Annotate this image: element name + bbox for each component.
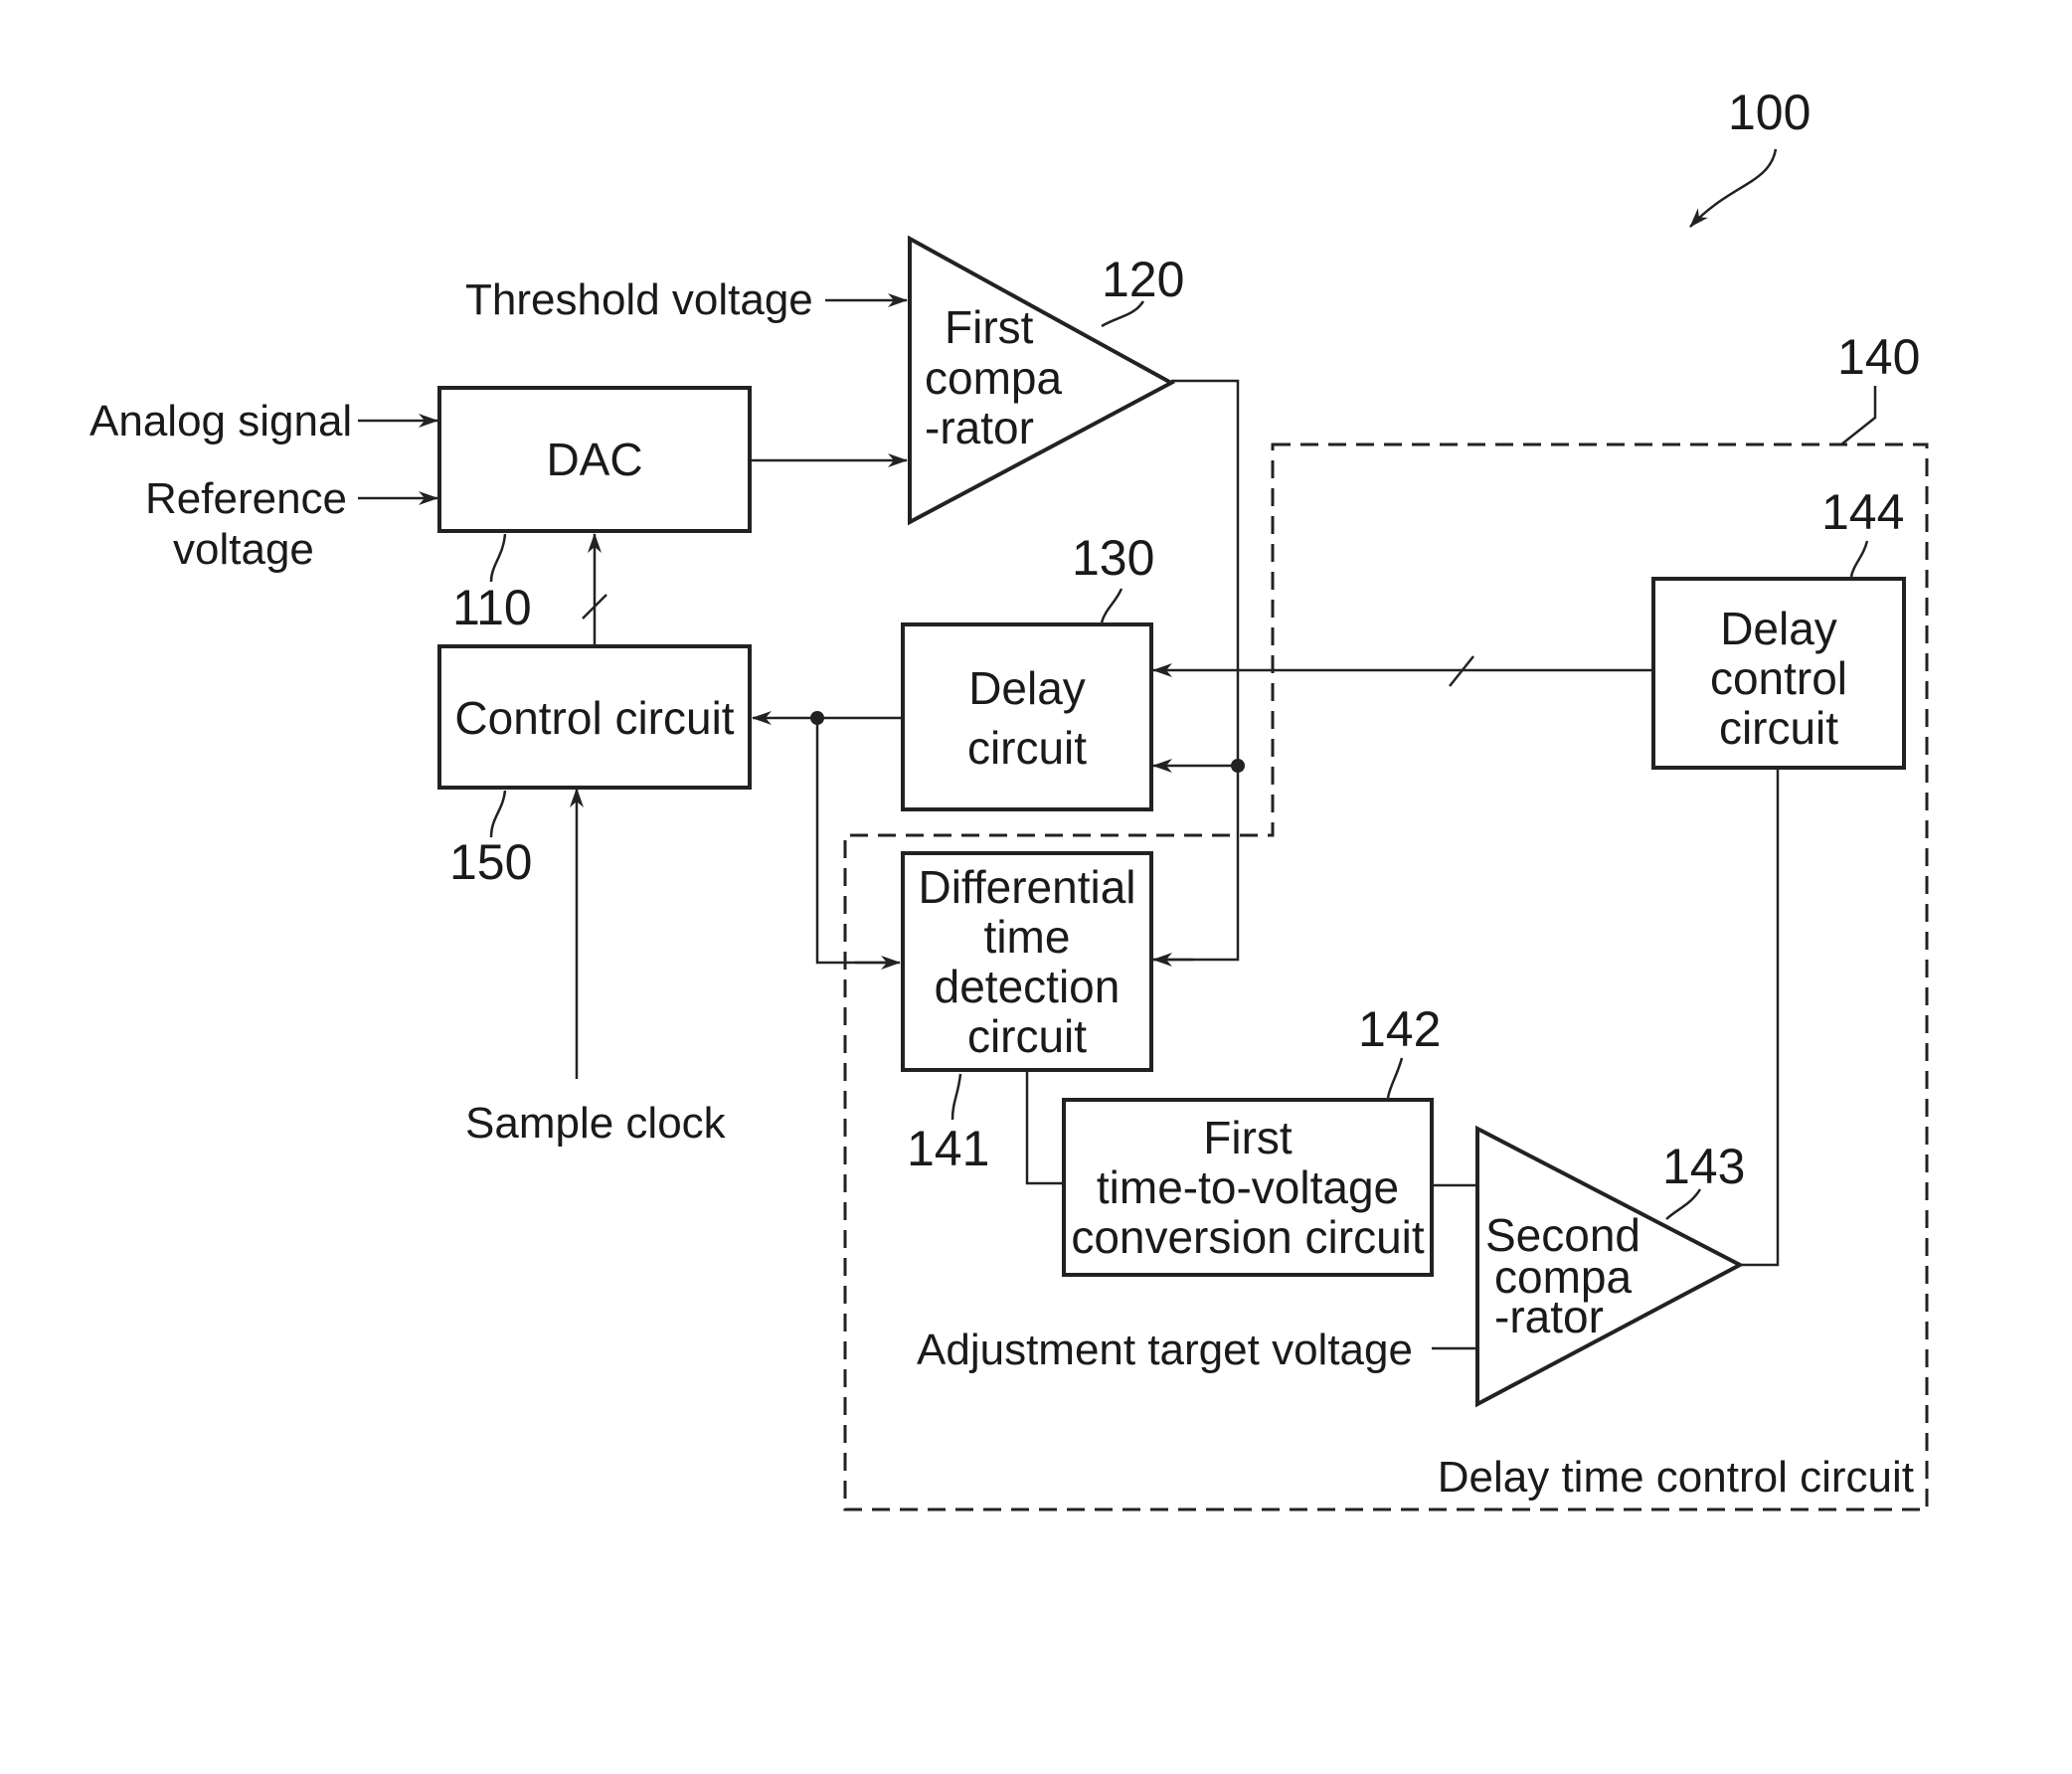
delay-time-control-label: Delay time control circuit <box>1438 1453 1914 1502</box>
analog-signal-label: Analog signal <box>89 397 352 445</box>
diff-to-tvc <box>1027 1070 1064 1183</box>
second-comparator-ref: 143 <box>1662 1139 1745 1194</box>
dac-ref: 110 <box>452 580 532 635</box>
delay-circuit-ref-lead <box>1102 589 1122 622</box>
first-comparator-ref: 120 <box>1102 252 1184 307</box>
figure-ref-arrow <box>1690 149 1776 227</box>
delay-circuit-line2: circuit <box>967 722 1087 774</box>
delay-circuit-line1: Delay <box>968 662 1086 714</box>
delay-control-ref: 144 <box>1821 484 1904 540</box>
control-circuit-label: Control circuit <box>454 692 734 744</box>
delay-control-line1: Delay <box>1720 603 1837 654</box>
diff-time-line4: circuit <box>967 1010 1087 1062</box>
delay-control-line2: control <box>1710 652 1847 704</box>
first-comparator-line3: -rator <box>925 402 1034 453</box>
second-comparator-line3: -rator <box>1494 1291 1604 1342</box>
diff-time-ref: 141 <box>907 1121 989 1176</box>
first-comparator-line1: First <box>945 301 1034 353</box>
tvc-line1: First <box>1203 1112 1293 1163</box>
delay-time-control-ref: 140 <box>1837 329 1920 385</box>
delay-time-control-ref-lead <box>1841 386 1875 444</box>
figure-ref: 100 <box>1728 85 1811 140</box>
tvc-ref: 142 <box>1358 1001 1441 1057</box>
adjustment-target-voltage-label: Adjustment target voltage <box>917 1326 1413 1374</box>
delay-circuit-block <box>903 624 1151 809</box>
diff-time-ref-lead <box>952 1074 960 1120</box>
sample-clock-label: Sample clock <box>465 1099 727 1148</box>
threshold-voltage-label: Threshold voltage <box>465 275 813 324</box>
second-comparator-to-delay-control <box>1740 768 1778 1265</box>
tvc-line3: conversion circuit <box>1071 1211 1425 1263</box>
dac-ref-lead <box>491 534 505 582</box>
control-circuit-ref: 150 <box>449 834 532 890</box>
tvc-line2: time-to-voltage <box>1097 1161 1399 1213</box>
diff-time-line1: Differential <box>918 861 1135 913</box>
reference-voltage-label-2: voltage <box>173 525 314 574</box>
tvc-ref-lead <box>1388 1058 1402 1098</box>
diff-time-line3: detection <box>935 961 1121 1012</box>
first-comparator-line2: compa <box>925 352 1062 404</box>
reference-voltage-label-1: Reference <box>145 474 347 523</box>
delay-control-line3: circuit <box>1719 702 1838 754</box>
control-circuit-ref-lead <box>491 791 505 837</box>
comparator-output-junction <box>1231 759 1245 773</box>
diff-time-line2: time <box>984 911 1071 963</box>
dac-label: DAC <box>546 434 642 485</box>
delay-control-ref-lead <box>1851 541 1867 577</box>
delay-output-to-diff-line <box>817 718 890 963</box>
delay-circuit-ref: 130 <box>1072 530 1154 586</box>
